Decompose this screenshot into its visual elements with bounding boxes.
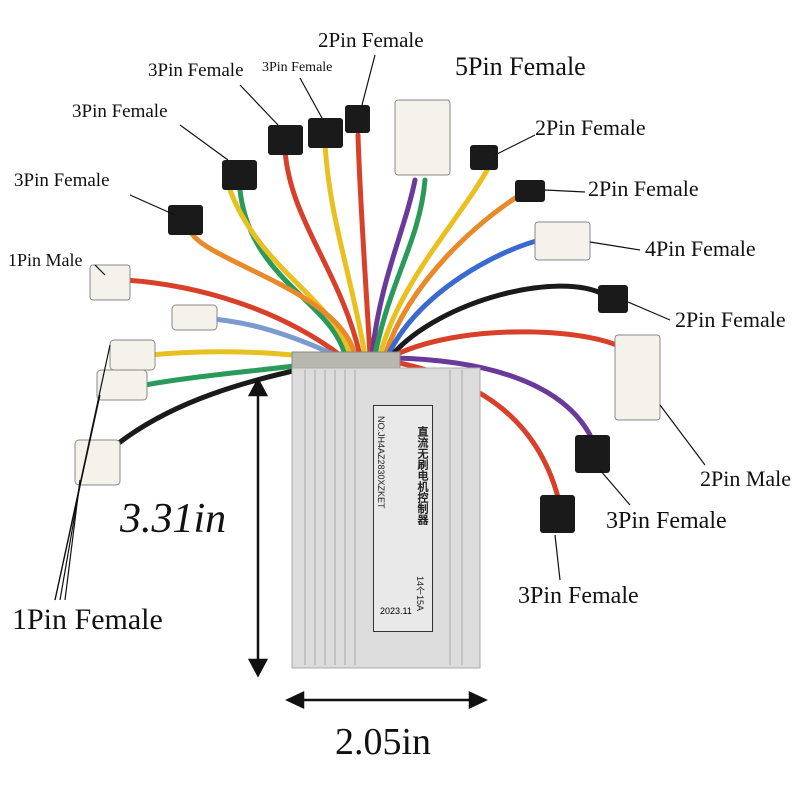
wire [377,162,493,358]
wire [385,237,543,358]
wire [187,227,358,358]
connector-3pin [222,160,257,190]
connector-3pin [168,205,203,235]
connector-3pin [575,435,610,473]
connector-1pin-female [96,369,148,401]
connector-3pin [268,125,303,155]
label-2pin-female: 2Pin Female [535,115,646,140]
controller-label-plate: 直流无刷电机控制器 NO:JH4AZ2830XZKET 14个15A 2023.… [373,405,433,632]
leader-line [361,54,376,106]
leader-line [544,189,586,193]
connector-4pin [534,221,591,261]
wire [282,147,363,358]
plate-date: 2023.11 [380,606,412,616]
label-2pin-female: 2Pin Female [675,307,786,332]
wire [392,329,628,358]
label-3pin-female: 3Pin Female [148,60,244,81]
plate-title: 直流无刷电机控制器 [416,426,428,525]
leader-line [94,264,106,276]
connector-2pin [598,285,628,313]
label-3pin-female: 3Pin Female [72,101,168,122]
leader-line [299,77,323,119]
label-1pin-female: 1Pin Female [12,603,163,636]
connector-2pin-male [614,334,661,421]
connector-1pin-female [171,304,218,331]
connector-3pin [308,118,343,148]
leader-line [239,84,279,126]
leader-line [64,479,81,601]
connector-1pin-male [89,264,131,301]
leader-line [554,534,561,581]
connector-2pin [470,145,498,170]
wire [369,177,418,358]
wire [227,187,353,358]
leader-line [627,301,671,321]
wire [392,355,593,438]
label-2pin-female-top: 2Pin Female [318,28,424,52]
connector-3pin [540,495,575,533]
height-dimension: 3.31in [120,496,227,542]
label-3pin-female: 3Pin Female [518,583,639,609]
leader-line [589,241,641,251]
label-3pin-female: 3Pin Female [14,170,110,191]
connector-2pin [515,180,545,202]
leader-line [494,134,536,156]
wire [122,277,343,358]
plate-spec: 14个15A [415,576,425,612]
label-2pin-male: 2Pin Male [700,466,792,491]
connector-2pin [345,105,370,133]
leader-line [659,404,706,466]
wire [382,192,523,358]
connector-1pin-female [109,339,156,371]
leader-line [129,194,176,216]
wire [389,283,608,358]
wire [372,177,428,358]
wire [322,142,368,358]
label-2pin-female: 2Pin Female [588,176,699,201]
label-3pin-female: 3Pin Female [606,508,727,534]
wire [355,132,373,358]
label-3pin-female-small: 3Pin Female [262,60,333,75]
plate-serial: NO:JH4AZ2830XZKET [376,416,386,509]
label-1pin-male: 1Pin Male [8,250,83,270]
width-dimension: 2.05in [335,721,432,763]
connector-1pin-female [74,439,121,486]
connector-5pin [394,99,451,176]
label-5pin-female: 5Pin Female [455,52,586,81]
leader-line [599,469,631,506]
leader-line [179,124,229,161]
label-4pin-female: 4Pin Female [645,236,756,261]
